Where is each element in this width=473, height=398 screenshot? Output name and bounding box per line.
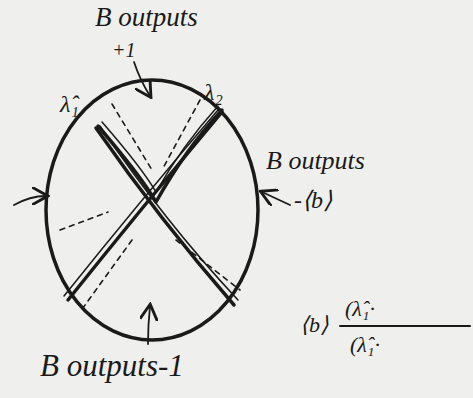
term-label: -⟨b⟩	[294, 188, 332, 212]
bottom-label: B outputs-1	[40, 350, 184, 381]
spinor-label: λ̂₁	[60, 92, 79, 116]
term-label: +1	[112, 40, 136, 60]
formula-label: (λ̂₁·	[350, 334, 380, 356]
title-label: B outputs	[95, 4, 198, 31]
formula-label: (λ̂₁·	[345, 298, 375, 320]
side-label: B outputs	[266, 148, 365, 174]
spinor-label: λ₂	[204, 80, 223, 104]
formula-label: ⟨b⟩	[300, 314, 329, 336]
